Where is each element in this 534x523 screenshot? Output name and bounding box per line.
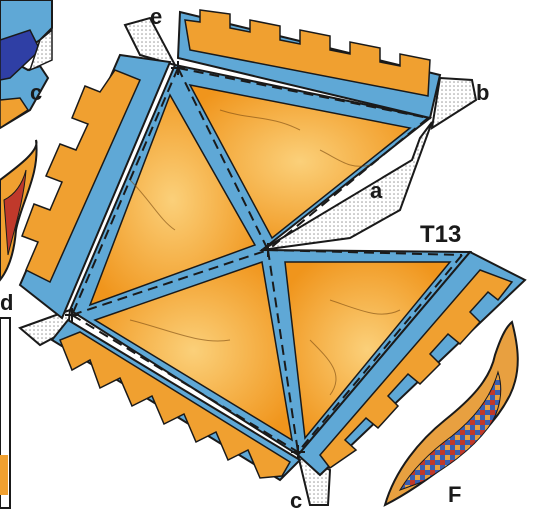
vertex-label-d: d [0,290,13,315]
piece-f-label: F [448,482,461,507]
fragment-top-left: c [0,0,52,128]
piece-code-label: T13 [420,221,461,248]
vertex-label-b: b [476,80,489,105]
vertex-label-c-top-left: c [30,80,42,105]
glue-tab-b [432,78,476,128]
vertex-label-a: a [370,178,383,203]
vertex-label-e: e [150,4,162,29]
fragment-left-box: d [0,290,13,508]
vertex-label-c-bottom: c [290,488,302,513]
